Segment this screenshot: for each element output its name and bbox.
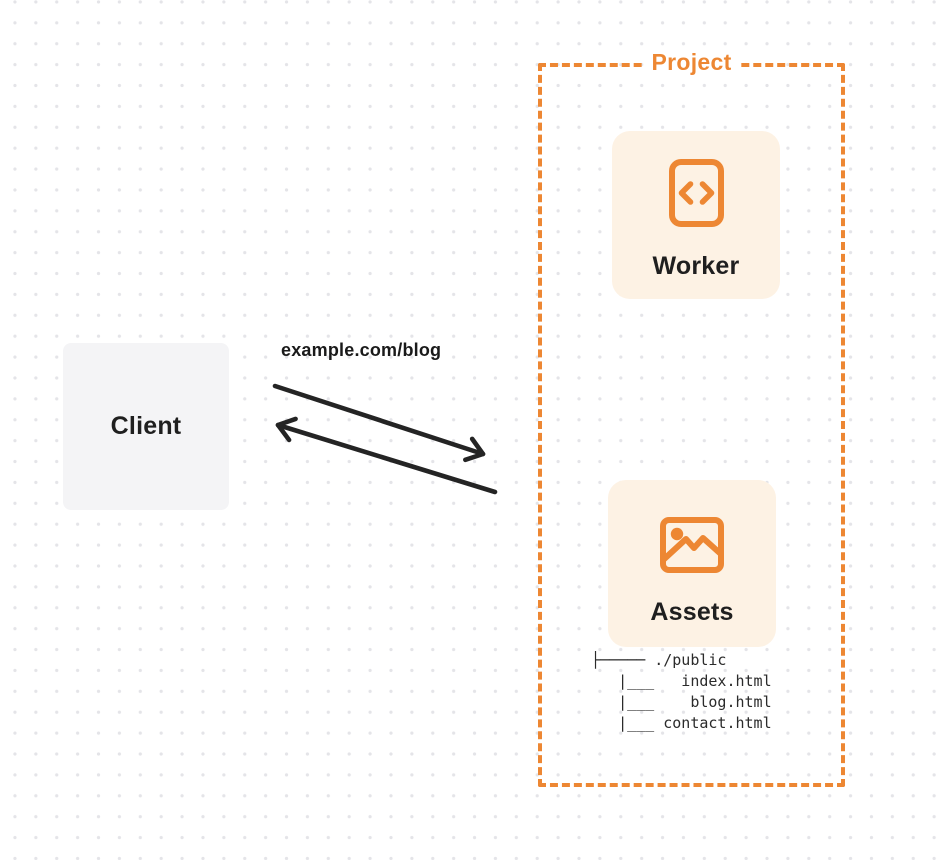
file-tree-line-contact: |___ contact.html	[591, 714, 772, 732]
response-arrow	[275, 416, 498, 495]
assets-file-tree: ├───── ./public |___ index.html |___ blo…	[591, 650, 772, 734]
worker-node: Worker	[612, 131, 780, 299]
assets-node: Assets	[608, 480, 776, 647]
project-boundary: Project	[538, 49, 845, 787]
file-tree-line-blog: |___ blog.html	[591, 693, 772, 711]
image-icon	[660, 517, 724, 573]
file-tree-line-public: ├───── ./public	[591, 651, 727, 669]
request-url-label: example.com/blog	[281, 340, 442, 360]
project-label: Project	[644, 49, 739, 76]
code-file-icon	[668, 159, 724, 227]
worker-label: Worker	[652, 252, 740, 280]
request-arrow	[272, 383, 486, 463]
file-tree-line-index: |___ index.html	[591, 672, 772, 690]
client-label: Client	[110, 412, 182, 440]
assets-label: Assets	[650, 598, 734, 626]
client-node: Client	[63, 343, 229, 510]
